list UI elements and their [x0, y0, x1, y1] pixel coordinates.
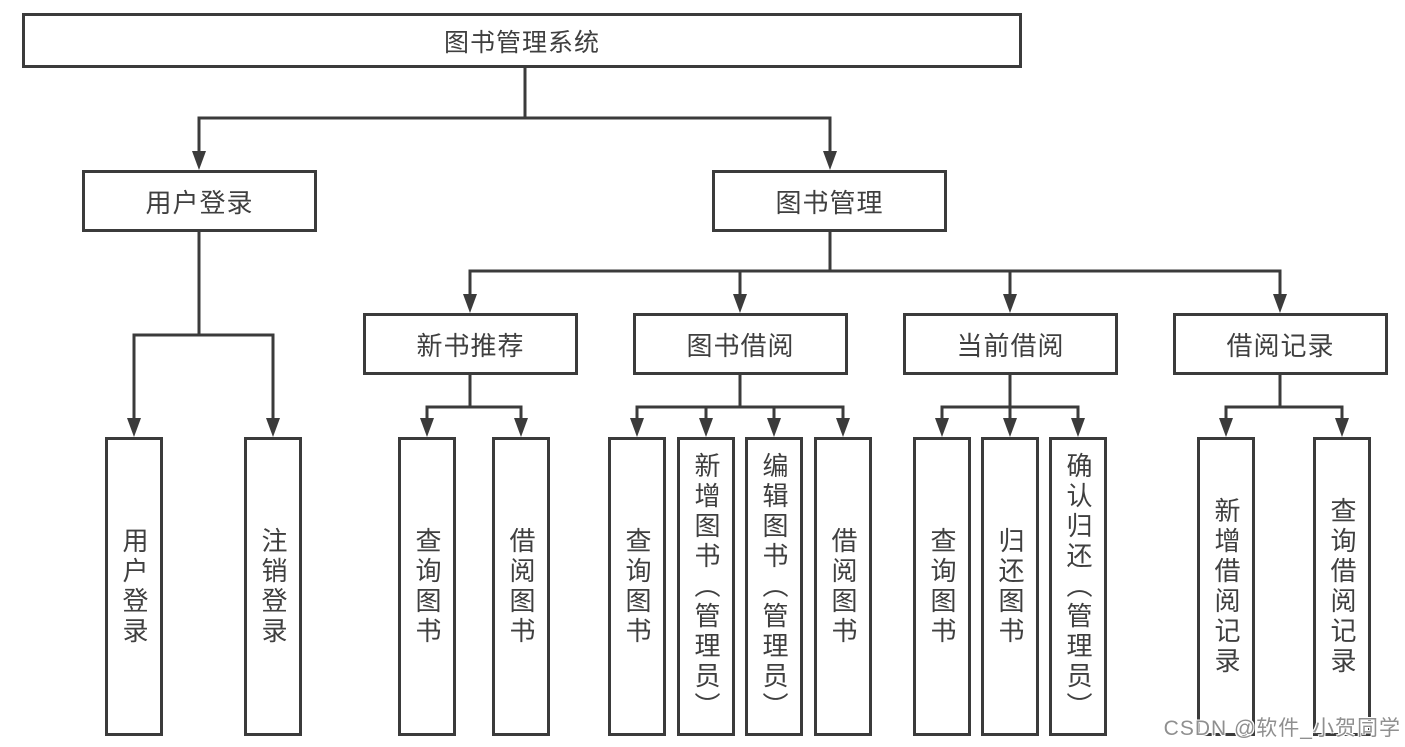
connector-new-book-rec [420, 375, 528, 437]
node-library-management-system: 图书管理系统 [22, 13, 1022, 68]
connector-root-to-level2 [192, 68, 837, 170]
leaf-logout: 注销登录 [244, 437, 302, 736]
leaf-confirm-return-admin: 确认归还（管理员） [1049, 437, 1107, 736]
leaf-query-books-rec: 查询图书 [398, 437, 456, 736]
csdn-watermark: CSDN @软件_小贺同学 [1163, 717, 1401, 740]
node-user-login: 用户登录 [82, 170, 317, 232]
leaf-query-books-borrow: 查询图书 [608, 437, 666, 736]
leaf-query-borrow-record: 查询借阅记录 [1313, 437, 1371, 736]
node-current-borrowing: 当前借阅 [903, 313, 1118, 375]
leaf-user-login: 用户登录 [105, 437, 163, 736]
leaf-return-books: 归还图书 [981, 437, 1039, 736]
connector-user-login [127, 232, 280, 437]
connector-book-borrow [630, 375, 850, 437]
leaf-add-books-admin: 新增图书（管理员） [677, 437, 735, 736]
leaf-borrow-books: 借阅图书 [814, 437, 872, 736]
connector-current-borrow [935, 375, 1085, 437]
connector-book-management [463, 232, 1287, 313]
leaf-edit-books-admin: 编辑图书（管理员） [745, 437, 803, 736]
leaf-borrow-books-rec: 借阅图书 [492, 437, 550, 736]
node-book-borrowing: 图书借阅 [633, 313, 848, 375]
node-borrowing-records: 借阅记录 [1173, 313, 1388, 375]
leaf-add-borrow-record: 新增借阅记录 [1197, 437, 1255, 736]
node-new-book-recommendation: 新书推荐 [363, 313, 578, 375]
node-book-management: 图书管理 [712, 170, 947, 232]
connector-borrow-records [1219, 375, 1349, 437]
leaf-query-books-current: 查询图书 [913, 437, 971, 736]
